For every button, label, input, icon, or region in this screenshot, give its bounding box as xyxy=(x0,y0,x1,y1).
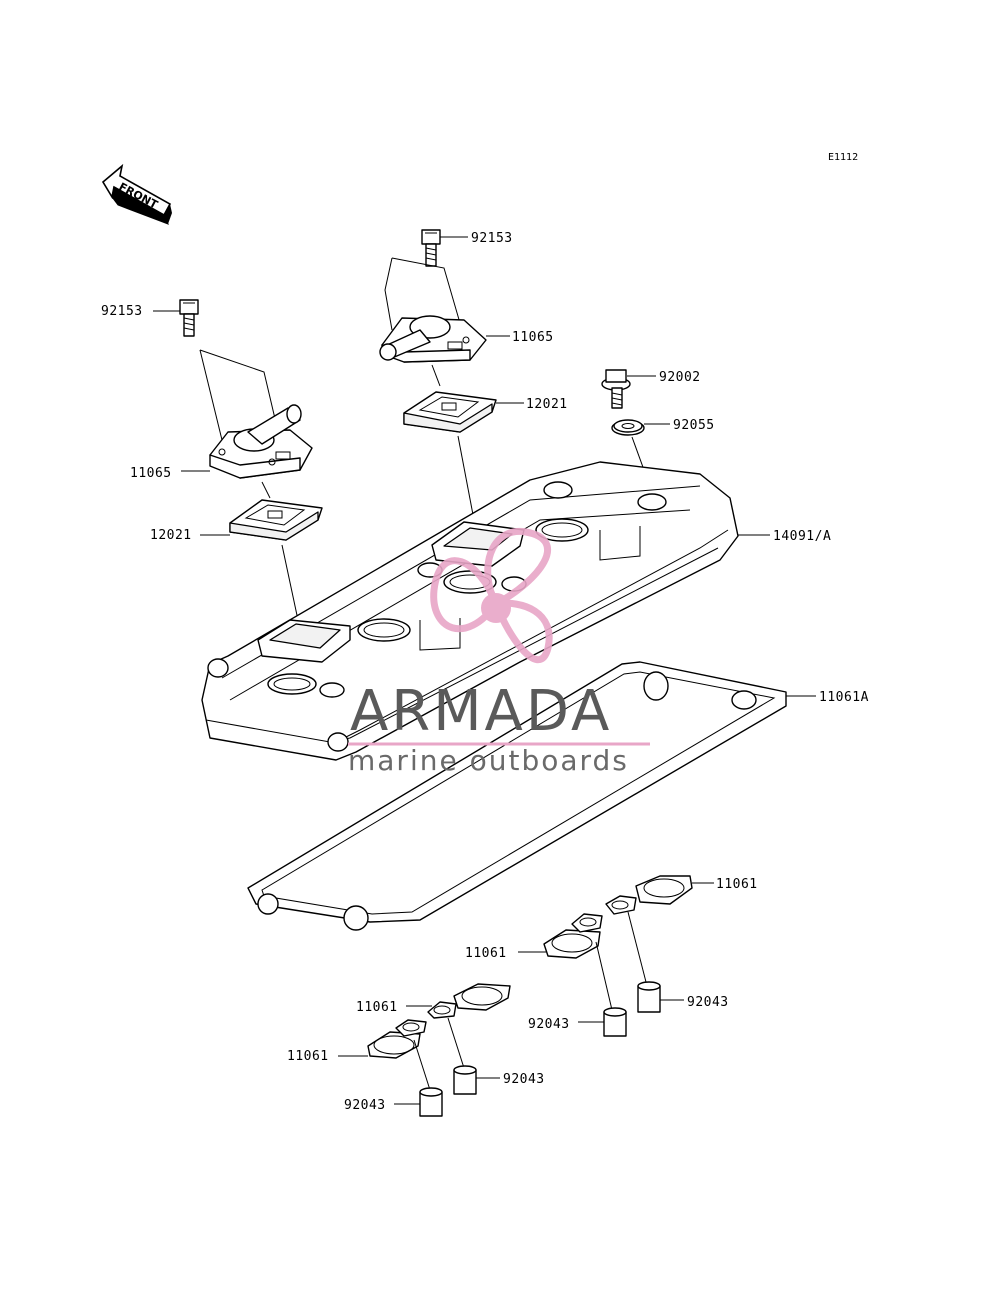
label-12021-center: 12021 xyxy=(526,397,568,412)
bolt-right-icon xyxy=(601,369,631,409)
collar-right-a-icon xyxy=(603,1007,627,1037)
plug-gasket-left-bottom-icon xyxy=(367,1019,427,1059)
washer-icon xyxy=(611,419,645,436)
bolt-center-icon xyxy=(421,229,441,267)
label-11061A: 11061A xyxy=(819,690,869,705)
label-14091A: 14091/A xyxy=(773,529,831,544)
label-11061-left-top: 11061 xyxy=(356,1000,398,1015)
collar-left-a-icon xyxy=(419,1087,443,1117)
label-11065-center: 11065 xyxy=(512,330,554,345)
label-11065-left: 11065 xyxy=(130,466,172,481)
label-92002: 92002 xyxy=(659,370,701,385)
label-92043-left-a: 92043 xyxy=(344,1098,386,1113)
reed-plate-center-icon xyxy=(403,391,497,433)
front-arrow-icon: FRONT xyxy=(101,163,172,225)
collar-right-b-icon xyxy=(637,981,661,1013)
label-11061-right-top: 11061 xyxy=(716,877,758,892)
label-12021-left: 12021 xyxy=(150,528,192,543)
breather-cover-center-icon xyxy=(379,315,487,363)
label-92043-left-b: 92043 xyxy=(503,1072,545,1087)
label-11061-left-bottom: 11061 xyxy=(287,1049,329,1064)
label-92055: 92055 xyxy=(673,418,715,433)
label-92043-right-b: 92043 xyxy=(687,995,729,1010)
head-cover-gasket-icon xyxy=(247,661,787,931)
label-92153-left: 92153 xyxy=(101,304,143,319)
bolt-left-icon xyxy=(179,299,199,337)
diagram-code: E1112 xyxy=(828,152,858,163)
reed-plate-left-icon xyxy=(229,499,323,541)
label-92153-center: 92153 xyxy=(471,231,513,246)
collar-left-b-icon xyxy=(453,1065,477,1095)
watermark-logo-icon xyxy=(430,528,553,664)
label-92043-right-a: 92043 xyxy=(528,1017,570,1032)
breather-cover-left-icon xyxy=(209,404,313,479)
plug-gasket-left-top-icon xyxy=(427,983,511,1019)
watermark-title: ARMADA xyxy=(350,679,612,744)
watermark-subtitle: marine outboards xyxy=(348,744,629,777)
cylinder-head-cover-icon xyxy=(201,461,739,761)
label-11061-right-mid: 11061 xyxy=(465,946,507,961)
plug-gasket-right-mid-icon xyxy=(543,913,603,959)
plug-gasket-right-top-icon xyxy=(605,875,693,915)
